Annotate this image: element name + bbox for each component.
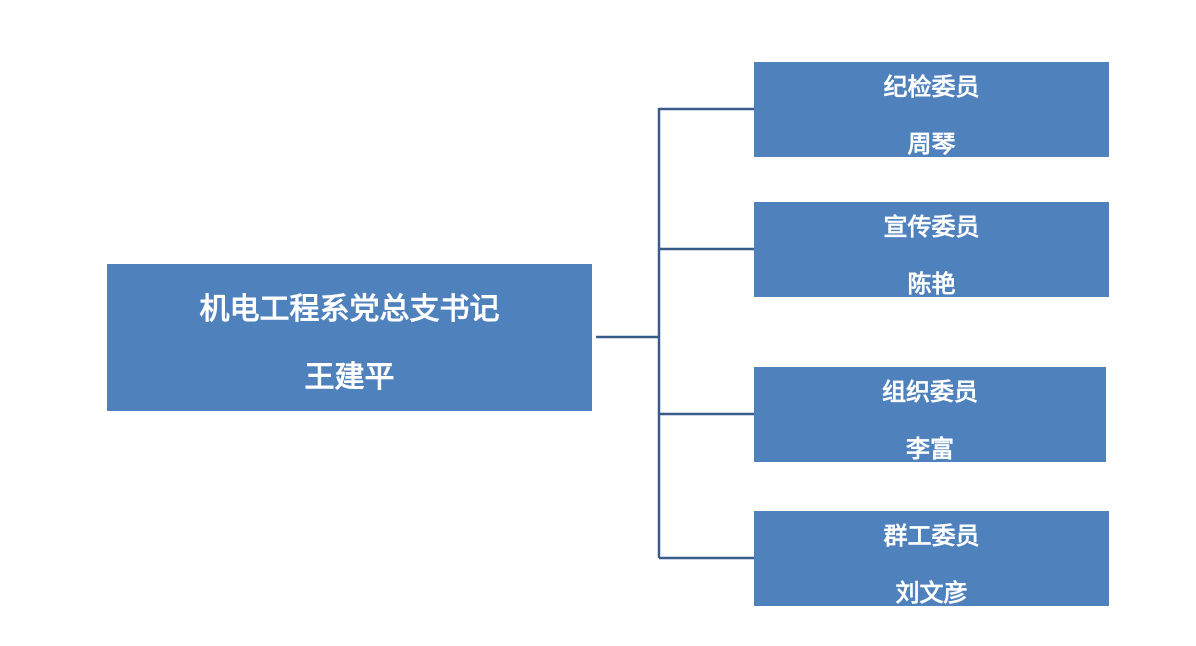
member-node-publicity: 宣传委员 陈艳 [754,202,1109,298]
member-name: 刘文彦 [895,579,968,607]
member-name: 周琴 [907,130,956,158]
member-role: 宣传委员 [883,213,980,241]
member-name: 陈艳 [907,270,956,298]
root-node: 机电工程系党总支书记 王建平 [107,264,592,411]
member-role: 纪检委员 [883,73,980,101]
root-name: 王建平 [304,360,395,395]
member-node-discipline: 纪检委员 周琴 [754,62,1109,158]
member-node-mass-work: 群工委员 刘文彦 [754,511,1109,607]
member-node-organization: 组织委员 李富 [754,367,1106,463]
root-title: 机电工程系党总支书记 [199,292,500,327]
member-role: 群工委员 [883,522,980,550]
member-role: 组织委员 [882,378,978,406]
member-name: 李富 [906,435,954,463]
